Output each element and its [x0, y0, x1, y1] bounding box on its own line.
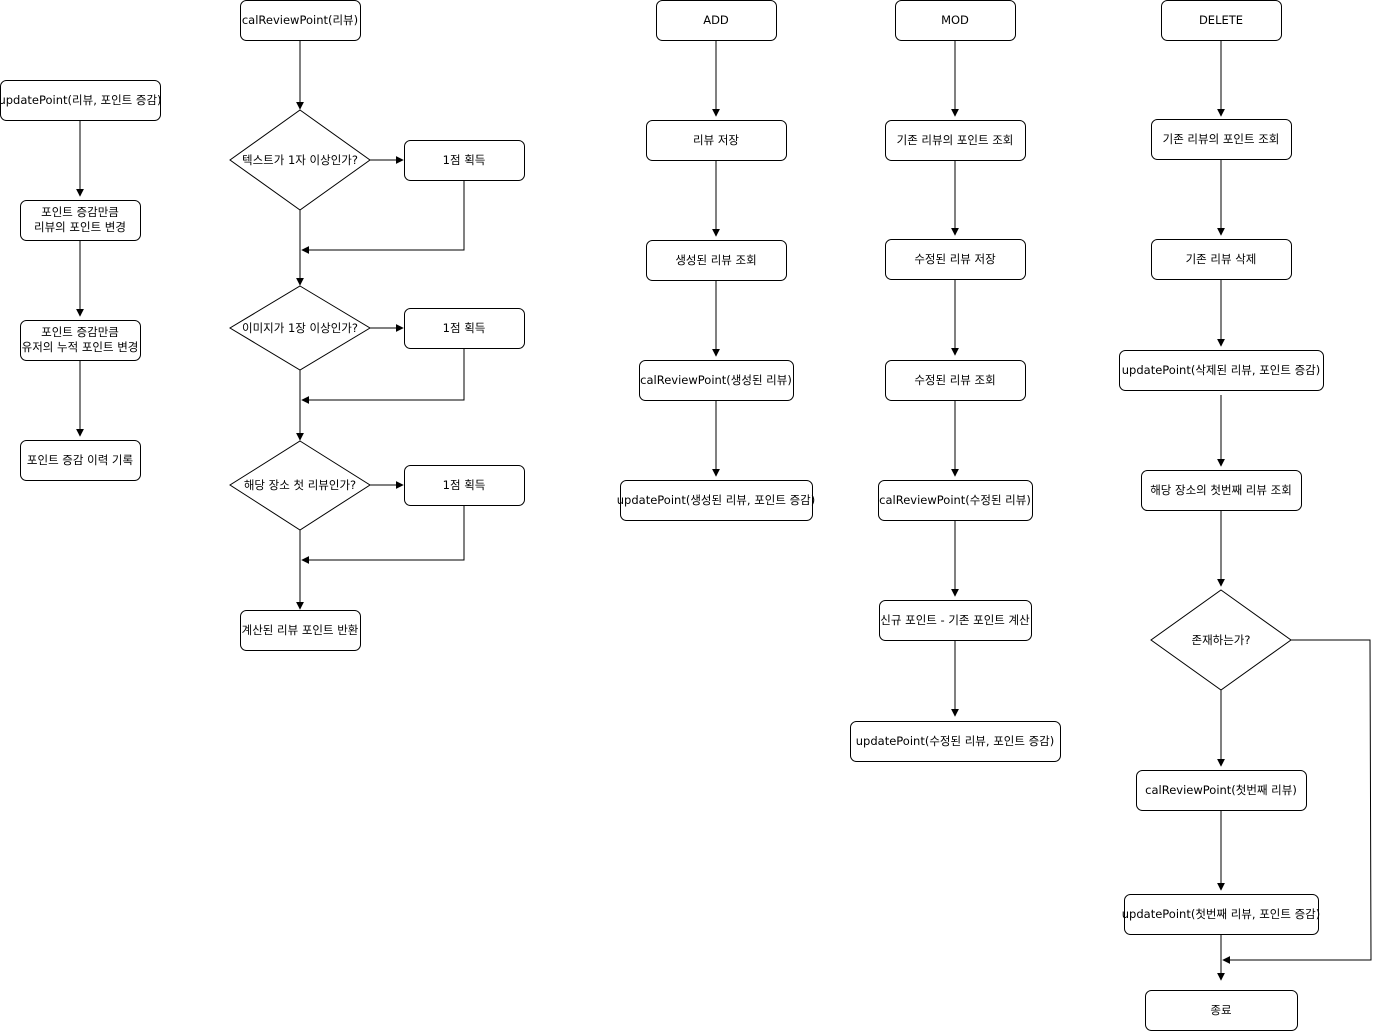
node-label: updatePoint(생성된 리뷰, 포인트 증감)	[617, 493, 815, 507]
node-delete-start: DELETE	[1161, 0, 1282, 41]
node-label: 리뷰의 포인트 변경	[34, 220, 126, 234]
node-update-user-point: 포인트 증감만큼 유저의 누적 포인트 변경	[20, 320, 141, 361]
node-label: updatePoint(첫번째 리뷰, 포인트 증감)	[1122, 907, 1320, 921]
edge-del-8	[1222, 639, 1372, 964]
node-label: ADD	[703, 13, 729, 27]
node-label: 1점 획득	[443, 153, 486, 167]
node-update-point-start: updatePoint(리뷰, 포인트 증감)	[0, 80, 162, 121]
node-label: 해당 장소 첫 리뷰인가?	[244, 478, 356, 492]
node-mod-fetch: 수정된 리뷰 조회	[885, 360, 1026, 401]
node-gain-text: 1점 획득	[404, 140, 525, 181]
node-add-save: 리뷰 저장	[646, 120, 787, 161]
node-label: 종료	[1210, 1003, 1231, 1017]
edge-cal-3	[301, 180, 465, 254]
node-label: calReviewPoint(리뷰)	[242, 13, 358, 27]
node-label: 기존 리뷰 삭제	[1186, 252, 1257, 266]
node-label: DELETE	[1199, 13, 1243, 27]
decision-image-count: 이미지가 1장 이상인가?	[229, 285, 371, 371]
node-label: updatePoint(수정된 리뷰, 포인트 증감)	[856, 734, 1054, 748]
node-mod-update: updatePoint(수정된 리뷰, 포인트 증감)	[850, 721, 1061, 762]
node-mod-start: MOD	[895, 0, 1016, 41]
edges	[76, 40, 1372, 981]
node-label: 이미지가 1장 이상인가?	[242, 321, 358, 335]
node-label: 포인트 증감만큼	[41, 205, 119, 219]
node-update-review-point: 포인트 증감만큼 리뷰의 포인트 변경	[20, 200, 141, 241]
node-mod-save: 수정된 리뷰 저장	[885, 239, 1026, 280]
node-delete-cal: calReviewPoint(첫번째 리뷰)	[1136, 770, 1307, 811]
node-label: 유저의 누적 포인트 변경	[22, 340, 139, 354]
node-label: 존재하는가?	[1191, 633, 1250, 647]
node-label: calReviewPoint(첫번째 리뷰)	[1145, 783, 1297, 797]
node-delete-fetch-old: 기존 리뷰의 포인트 조회	[1151, 119, 1292, 160]
node-label: 기존 리뷰의 포인트 조회	[897, 133, 1014, 147]
node-label: updatePoint(리뷰, 포인트 증감)	[0, 93, 162, 107]
node-delete-update: updatePoint(삭제된 리뷰, 포인트 증감)	[1119, 350, 1324, 391]
node-label: 1점 획득	[443, 321, 486, 335]
node-label: 신규 포인트 - 기존 포인트 계산	[880, 613, 1030, 627]
node-mod-cal: calReviewPoint(수정된 리뷰)	[878, 480, 1033, 521]
edge-cal-6	[301, 348, 465, 404]
decision-exists: 존재하는가?	[1150, 589, 1292, 691]
node-mod-diff: 신규 포인트 - 기존 포인트 계산	[879, 600, 1032, 641]
node-label: 리뷰 저장	[693, 133, 739, 147]
node-delete-remove: 기존 리뷰 삭제	[1151, 239, 1292, 280]
node-label: 1점 획득	[443, 478, 486, 492]
node-delete-update-first: updatePoint(첫번째 리뷰, 포인트 증감)	[1122, 894, 1320, 935]
node-label: 해당 장소의 첫번째 리뷰 조회	[1150, 483, 1292, 497]
decision-text-length: 텍스트가 1자 이상인가?	[229, 109, 371, 211]
node-cal-start: calReviewPoint(리뷰)	[240, 0, 361, 41]
node-label: updatePoint(삭제된 리뷰, 포인트 증감)	[1122, 363, 1320, 377]
node-end: 종료	[1145, 990, 1298, 1031]
node-add-update: updatePoint(생성된 리뷰, 포인트 증감)	[617, 480, 815, 521]
node-add-cal: calReviewPoint(생성된 리뷰)	[639, 360, 794, 401]
decision-first-review: 해당 장소 첫 리뷰인가?	[229, 440, 371, 531]
node-gain-image: 1점 획득	[404, 308, 525, 349]
node-label: 텍스트가 1자 이상인가?	[242, 153, 358, 167]
node-label: calReviewPoint(생성된 리뷰)	[640, 373, 792, 387]
node-label: 계산된 리뷰 포인트 반환	[242, 623, 359, 637]
node-label: 기존 리뷰의 포인트 조회	[1163, 132, 1280, 146]
node-label: calReviewPoint(수정된 리뷰)	[879, 493, 1031, 507]
node-gain-first: 1점 획득	[404, 465, 525, 506]
node-add-start: ADD	[656, 0, 777, 41]
node-record-history: 포인트 증감 이력 기록	[20, 440, 141, 481]
node-mod-fetch-old: 기존 리뷰의 포인트 조회	[885, 120, 1026, 161]
node-label: 포인트 증감 이력 기록	[27, 453, 133, 467]
node-label: 포인트 증감만큼	[41, 325, 119, 339]
node-label: 수정된 리뷰 저장	[914, 252, 996, 266]
node-label: 수정된 리뷰 조회	[914, 373, 995, 387]
node-label: 생성된 리뷰 조회	[675, 253, 756, 267]
node-label: MOD	[941, 13, 969, 27]
node-delete-fetch-first: 해당 장소의 첫번째 리뷰 조회	[1141, 470, 1302, 511]
edge-cal-9	[301, 505, 465, 564]
node-cal-result: 계산된 리뷰 포인트 반환	[240, 610, 361, 651]
node-add-fetch: 생성된 리뷰 조회	[646, 240, 787, 281]
